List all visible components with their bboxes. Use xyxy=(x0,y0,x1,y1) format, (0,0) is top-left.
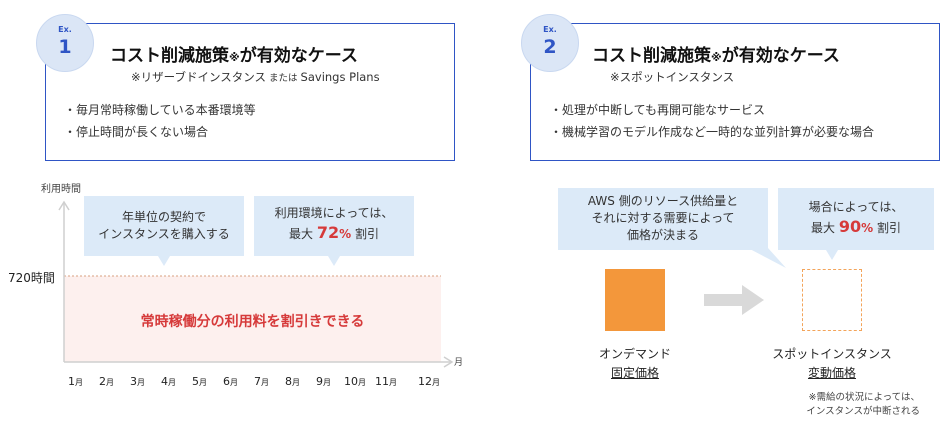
title-mark: ※ xyxy=(229,51,240,64)
callout-bubble: 場合によっては、 最大 90% 割引 xyxy=(778,188,934,260)
bubble-pointer xyxy=(748,248,786,268)
badge-ex-label: Ex. xyxy=(543,25,557,34)
title-main: コスト削減施策 xyxy=(110,46,229,66)
card-title: コスト削減施策※が有効なケース xyxy=(592,41,840,66)
card-subtitle: ※リザーブドインスタンス または Savings Plans xyxy=(131,69,380,85)
bubble-line: それに対する需要によって xyxy=(591,211,735,225)
level-label: 720時間 xyxy=(8,271,55,285)
ondemand-label: オンデマンド xyxy=(598,347,671,361)
discount-area xyxy=(64,276,441,362)
right-arrow-icon xyxy=(704,285,764,315)
title-rest: が有効なケース xyxy=(721,46,840,66)
callout-bubble: 利用環境によっては、 最大 72% 割引 xyxy=(254,196,414,266)
y-axis-label: 利用時間 xyxy=(41,184,81,195)
subtitle-prefix: ※リザーブドインスタンス xyxy=(131,70,266,84)
month-label: 6月 xyxy=(223,375,238,388)
subtitle-end: Savings Plans xyxy=(300,70,380,84)
bubble-tail xyxy=(826,250,838,260)
month-label: 9月 xyxy=(316,375,331,388)
title-rest: が有効なケース xyxy=(239,46,358,66)
bullet-item: ・処理が中断しても再開可能なサービス xyxy=(550,103,766,117)
ondemand-square xyxy=(605,269,665,331)
month-label: 10月 xyxy=(344,375,366,388)
bubble-line: 年単位の契約で xyxy=(121,210,206,224)
discount-value: 90 xyxy=(838,217,862,236)
note-line: インスタンスが中断される xyxy=(806,406,920,417)
discount-prefix: 最大 xyxy=(289,227,317,241)
card-subtitle: ※スポットインスタンス xyxy=(610,70,735,84)
month-label: 12月 xyxy=(418,375,440,388)
spot-label: スポットインスタンス xyxy=(772,347,892,361)
spot-price: 変動価格 xyxy=(807,366,856,380)
bullet-item: ・毎月常時稼働している本番環境等 xyxy=(64,103,256,117)
ondemand-price: 固定価格 xyxy=(610,366,659,380)
month-label: 7月 xyxy=(254,375,269,388)
bubble-line: 利用環境によっては、 xyxy=(274,206,394,220)
usage-chart-axes xyxy=(58,200,454,368)
callout-bubble: 年単位の契約で インスタンスを購入する xyxy=(84,196,244,266)
month-label: 4月 xyxy=(161,375,176,388)
discount-line: 最大 72% 割引 xyxy=(254,224,414,243)
month-label: 11月 xyxy=(375,375,397,388)
example-badge-2: Ex. 2 xyxy=(521,14,579,72)
month-label: 2月 xyxy=(99,375,114,388)
discount-percent: % xyxy=(339,227,352,241)
bubble-tail xyxy=(158,256,170,266)
discount-suffix: 割引 xyxy=(873,221,901,235)
discount-prefix: 最大 xyxy=(811,221,839,235)
badge-number: 1 xyxy=(58,36,72,58)
bubble-line: 価格が決まる xyxy=(626,228,699,242)
example-card-1 xyxy=(45,23,455,161)
area-text: 常時稼働分の利用料を割引きできる xyxy=(140,314,365,330)
badge-ex-label: Ex. xyxy=(58,25,72,34)
callout-bubble: AWS 側のリソース供給量と それに対する需要によって 価格が決まる xyxy=(558,188,768,250)
bubble-line: AWS 側のリソース供給量と xyxy=(587,194,739,208)
x-axis-unit: 月 xyxy=(454,358,464,368)
month-label: 1月 xyxy=(68,375,83,388)
bubble-tail xyxy=(328,256,340,266)
discount-value: 72 xyxy=(316,223,340,242)
y-axis-arrow xyxy=(58,200,70,211)
month-label: 5月 xyxy=(192,375,207,388)
month-label: 8月 xyxy=(285,375,300,388)
discount-percent: % xyxy=(861,221,874,235)
badge-number: 2 xyxy=(543,36,557,58)
card-title: コスト削減施策※が有効なケース xyxy=(110,41,358,66)
bullet-item: ・機械学習のモデル作成など一時的な並列計算が必要な場合 xyxy=(550,125,875,139)
note-line: ※需給の状況によっては、 xyxy=(808,392,920,403)
interruption-note: ※需給の状況によっては、 インスタンスが中断される xyxy=(760,391,920,419)
bubble-line: インスタンスを購入する xyxy=(98,227,230,241)
example-badge-1: Ex. 1 xyxy=(36,14,94,72)
example-card-2 xyxy=(530,23,940,161)
bullet-item: ・停止時間が長くない場合 xyxy=(64,125,209,139)
month-label: 3月 xyxy=(130,375,145,388)
discount-suffix: 割引 xyxy=(351,227,379,241)
spot-square xyxy=(802,269,862,331)
discount-line: 最大 90% 割引 xyxy=(778,218,934,237)
bubble-line: 場合によっては、 xyxy=(808,200,904,214)
x-axis-arrow xyxy=(443,356,454,368)
title-main: コスト削減施策 xyxy=(592,46,711,66)
subtitle-mid: または xyxy=(266,73,301,84)
title-mark: ※ xyxy=(711,51,722,64)
